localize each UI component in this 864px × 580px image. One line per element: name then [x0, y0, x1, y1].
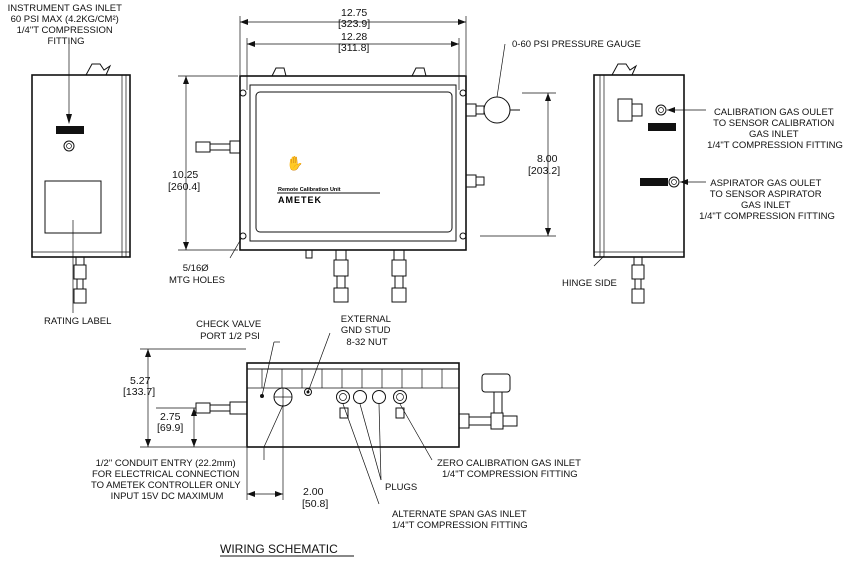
bottom-dimensions — [140, 348, 284, 500]
gnd-stud — [304, 388, 312, 396]
fitting-height-dim: 2.75 — [160, 411, 181, 423]
mtg-hole-bl — [239, 232, 247, 240]
instrument-gas-inlet-label: INSTRUMENT GAS INLET 60 PSI MAX (4.2KG/C… — [8, 3, 125, 47]
depth-dim-mm: [133.7] — [123, 386, 155, 398]
overall-width-dim-mm: [323.9] — [338, 18, 370, 30]
hinge-side-label: HINGE SIDE — [562, 278, 617, 289]
side-gauge — [617, 98, 633, 122]
mtg-hole-br — [459, 232, 467, 240]
overall-width-dim: 12.75 — [341, 7, 367, 19]
right-side-view — [593, 63, 706, 304]
instrument-gas-inlet-fitting — [63, 140, 75, 152]
check-valve-label: CHECK VALVE PORT 1/2 PSI — [196, 319, 264, 342]
calibration-gas-label: CALIBRATION GAS OULET TO SENSOR CALIBRAT… — [707, 107, 843, 151]
front-door-panel — [255, 91, 453, 233]
plug-1 — [353, 390, 367, 404]
calibration-gas-outlet-fitting — [655, 104, 667, 116]
gnd-stud-label: EXTERNAL GND STUD 8-32 NUT — [341, 314, 393, 348]
alt-span-label-1: ALTERNATE SPAN GAS INLET — [392, 509, 527, 520]
overall-height-dim: 10.25 — [172, 169, 198, 181]
mount-height-dim: 8.00 — [537, 153, 558, 165]
plugs-label: PLUGS — [385, 482, 417, 493]
right-enclosure — [593, 74, 685, 258]
zero-cal-port — [393, 390, 407, 404]
mtg-hole-tr — [459, 89, 467, 97]
front-enclosure — [239, 75, 467, 251]
pressure-gauge-label: 0-60 PSI PRESSURE GAUGE — [512, 39, 641, 50]
plug-2 — [372, 390, 386, 404]
alt-span-port — [336, 390, 350, 404]
zero-cal-label-2: 1/4"T COMPRESSION FITTING — [442, 469, 578, 480]
brand-logo: AMETEK — [278, 195, 322, 205]
bottom-gauge — [481, 373, 511, 393]
zero-cal-label-1: ZERO CALIBRATION GAS INLET — [437, 458, 581, 469]
front-view: ✋ Remote Calibration Unit AMETEK — [195, 43, 520, 303]
conduit-entry-label: 1/2" CONDUIT ENTRY (22.2mm) FOR ELECTRIC… — [91, 458, 243, 502]
mtg-holes-label: 5/16Ø MTG HOLES — [169, 263, 225, 286]
aspirator-gas-outlet-fitting — [668, 176, 680, 188]
pressure-gauge — [483, 96, 511, 124]
left-side-view — [31, 40, 131, 313]
mount-width-dim: 12.28 — [341, 31, 367, 43]
bottom-view — [195, 332, 518, 505]
mount-width-dim-mm: [311.8] — [338, 42, 369, 54]
mtg-hole-tl — [239, 89, 247, 97]
mount-height-dim-mm: [203.2] — [528, 165, 560, 177]
inlet-tag — [56, 126, 84, 134]
conduit-offset-dim-mm: [50.8] — [302, 498, 328, 510]
alt-span-label-2: 1/4"T COMPRESSION FITTING — [392, 520, 528, 531]
depth-dim: 5.27 — [130, 375, 151, 387]
front-dimensions — [178, 16, 556, 251]
overall-height-dim-mm: [260.4] — [168, 181, 200, 193]
rating-label-text: RATING LABEL — [44, 316, 111, 327]
conduit-offset-dim: 2.00 — [303, 486, 324, 498]
wiring-schematic-title: WIRING SCHEMATIC — [220, 542, 338, 556]
aspirator-gas-label: ASPIRATOR GAS OULET TO SENSOR ASPIRATOR … — [699, 178, 835, 222]
left-enclosure — [31, 74, 131, 258]
hand-icon: ✋ — [286, 155, 303, 171]
fitting-height-dim-mm: [69.9] — [157, 422, 183, 434]
panel-title: Remote Calibration Unit — [278, 187, 341, 193]
